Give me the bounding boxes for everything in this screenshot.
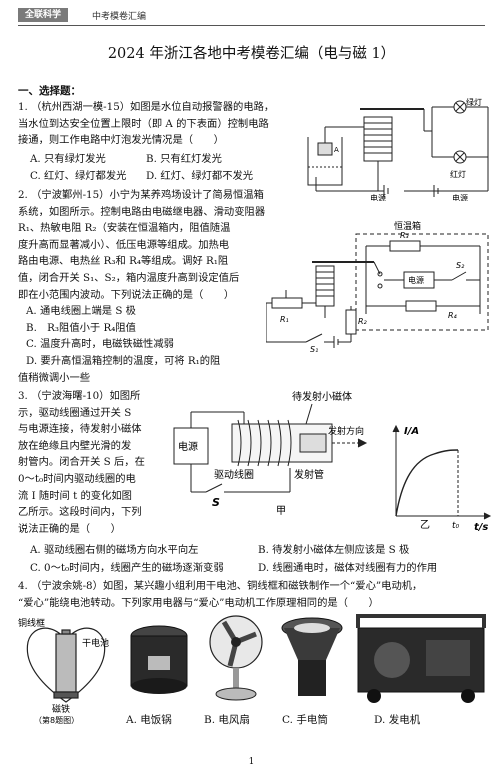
q2-option-d-cont: 值稍微调小一些 [18, 371, 91, 384]
fig-a-label: 甲 [276, 506, 286, 517]
power-label-left: 电源 [370, 193, 386, 201]
q2-line: 即在小范围内波动。下列说法正确的是（ ） [18, 288, 235, 301]
q1-line: 1. （杭州西湖一模-15）如图是水位自动报警器的电路， [18, 101, 275, 113]
question-1: 1. （杭州西湖一模-15）如图是水位自动报警器的电路， 当水位到达安全位置上限… [18, 99, 274, 149]
question-3: 3. （宁波海曙-10）如图所 示，驱动线圈通过开关 S 与电源连接，待发射小磁… [18, 388, 145, 537]
q3-line: 放在绝缘且内壁光滑的发 [18, 439, 132, 452]
header-subtitle: 中考模卷汇编 [92, 12, 147, 22]
q3-coil-launcher-figure: 待发射小磁体 电源 发射方向 发射管 驱动线圈 S 甲 [173, 390, 368, 517]
q3-line: 射管内。闭合开关 S 后，在 [18, 456, 145, 469]
q3-option-b: B. 待发射小磁体左侧应该是 S 极 [258, 544, 410, 556]
choice-d: D. 发电机 [374, 714, 421, 726]
x-axis-label: t/s [474, 522, 488, 532]
r3-label: R₃ [400, 231, 409, 240]
brand-logo: 全联科学 [18, 8, 68, 22]
choice-a: A. 电饭锅 [126, 714, 172, 726]
q3-power-label: 电源 [178, 440, 198, 453]
q1-alarm-circuit-figure: 绿灯 红灯 电源 电源 A [307, 97, 489, 201]
direction-label: 发射方向 [328, 425, 364, 437]
section-heading: 一、选择题： [18, 85, 81, 97]
q3-option-c: C. 0～t₀时间内，线圈产生的磁场逐渐变弱 [30, 562, 224, 574]
q2-line: 度升高而显著减小）、低压电源等组成。加热电 [18, 238, 230, 251]
rice-cooker-picture [130, 625, 188, 694]
r2-label: R₂ [358, 317, 368, 326]
question-4: 4. （宁波余姚-8）如图，某兴趣小组利用干电池、铜线框和磁铁制作一个“爱心”电… [18, 578, 422, 611]
q3-line: 乙所示。这段时间内，下列 [18, 506, 142, 519]
thermostat-box-label: 恒温箱 [394, 220, 421, 232]
q2-option-c: C. 温度升高时，电磁铁磁性减弱 [26, 338, 174, 351]
q4-line: 4. （宁波余姚-8）如图，某兴趣小组利用干电池、铜线框和磁铁制作一个“爱心”电… [18, 580, 423, 592]
question-2: 2. （宁波鄞州-15）小宁为某养鸡场设计了简易恒温箱 系统，如图所示。控制电路… [18, 187, 265, 386]
magnet-label-q4: 磁铁 [52, 703, 70, 715]
page-title: 2024 年浙江各地中考模卷汇编（电与磁 1） [107, 46, 396, 62]
magnet-label: 待发射小磁体 [292, 390, 352, 403]
q2-line: 系统，如图所示。控制电路由电磁继电器、滑动变阻器 [18, 205, 266, 218]
fig-b-label: 乙 [420, 519, 430, 531]
q4-figure-caption: （第8题图） [34, 715, 79, 724]
q4-heart-motor-figure: 铜线框 干电池 磁铁 （第8题图） [18, 617, 109, 724]
q3-option-d: D. 线圈通电时，磁体对线圈有力的作用 [258, 562, 438, 574]
q2-line: 路由电源、电热丝 R₃和 R₄等组成。调好 R₁阻 [18, 255, 229, 268]
q3-current-time-graph: I/A t/s t₀ 乙 [392, 424, 492, 532]
header-rule [18, 25, 485, 26]
q2-line: 值，闭合开关 S₁、S₂，箱内温度升高到设定值后 [18, 271, 240, 284]
flashlight-picture [281, 617, 343, 696]
power-label-right: 电源 [452, 193, 468, 201]
electric-fan-picture [209, 615, 263, 701]
q1-line: 当水位到达安全位置上限时（即 A 的下表面）控制电路 [18, 117, 269, 130]
choice-b: B. 电风扇 [204, 714, 250, 726]
q2-thermostat-figure: 恒温箱 [266, 220, 489, 354]
coil-label: 驱动线圈 [214, 468, 254, 481]
generator-picture [356, 614, 486, 703]
q2-option-a: A. 通电线圈上端是 S 极 [26, 305, 136, 318]
q3-line: 示，驱动线圈通过开关 S [18, 406, 132, 419]
q4-line: “爱心”能绕电池转动。下列家用电器与“爱心”电动机工作原理相同的是（ ） [18, 596, 379, 609]
copper-frame-label: 铜线框 [18, 617, 45, 629]
q3-line: 0～t₀时间内驱动线圈的电 [18, 472, 136, 485]
green-light-label: 绿灯 [466, 97, 482, 107]
q3-line: 与电源连接，待发射小磁体 [18, 423, 142, 436]
page-header: 全联科学 中考模卷汇编 [0, 0, 503, 28]
float-a-label: A [334, 146, 339, 154]
y-axis-label: I/A [404, 426, 419, 437]
q1-option-c: C. 红灯、绿灯都发光 [30, 170, 127, 182]
q3-line: 3. （宁波海曙-10）如图所 [18, 390, 141, 402]
q1-option-b: B. 只有红灯发光 [146, 153, 222, 165]
q3-option-a: A. 驱动线圈右侧的磁场方向水平向左 [30, 544, 199, 556]
q2-option-d: D. 要升高恒温箱控制的温度，可将 R₁的阻 [26, 354, 221, 367]
battery-label: 干电池 [82, 637, 109, 649]
r1-label: R₁ [280, 315, 289, 324]
q3-line: 流 I 随时间 t 的变化如图 [18, 489, 132, 502]
q2-power-label: 电源 [408, 275, 424, 285]
page-number: 1 [248, 757, 255, 767]
r4-label: R₄ [448, 311, 458, 320]
switch-s-label: S [212, 496, 220, 509]
q1-option-d: D. 红灯、绿灯都不发光 [146, 170, 254, 182]
choice-c: C. 手电筒 [282, 714, 328, 726]
q3-line: 说法正确的是（ ） [18, 522, 121, 535]
q1-line: 接通，则工作电路中灯泡发光情况是（ ） [18, 134, 224, 147]
q2-line: R₁、热敏电阻 R₂（安装在恒温箱内，阻值随温 [18, 222, 231, 235]
t0-tick-label: t₀ [452, 521, 460, 531]
q1-option-a: A. 只有绿灯发光 [30, 153, 106, 165]
s1-label: S₁ [310, 345, 318, 354]
q2-option-b: B. R₃阻值小于 R₄阻值 [26, 321, 136, 334]
red-light-label: 红灯 [450, 169, 466, 179]
s2-label: S₂ [456, 261, 465, 270]
q2-line: 2. （宁波鄞州-15）小宁为某养鸡场设计了简易恒温箱 [18, 189, 264, 201]
tube-label: 发射管 [294, 468, 324, 481]
